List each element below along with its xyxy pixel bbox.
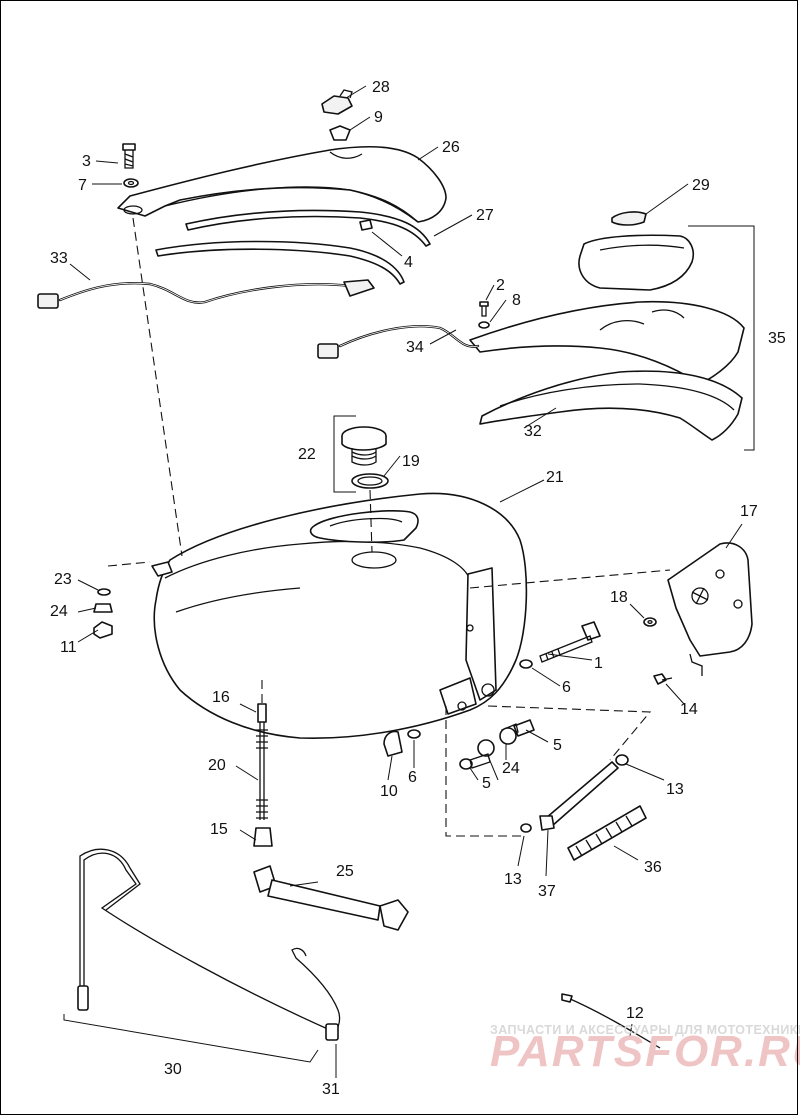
mount-washer-6b[interactable]	[407, 729, 421, 739]
callout-1: 1	[594, 655, 603, 672]
console-screw[interactable]	[122, 143, 136, 169]
callout-24b: 24	[50, 603, 68, 620]
mount-bolt-long[interactable]	[539, 621, 601, 663]
callout-5b: 5	[482, 775, 491, 792]
console-stud[interactable]	[359, 219, 373, 231]
watermark-brand: PARTSFOR.RU	[490, 1027, 800, 1076]
mount-grommet-24[interactable]	[93, 603, 113, 613]
spring-sleeve-36[interactable]	[567, 805, 647, 861]
mount-washer-23[interactable]	[97, 588, 111, 596]
callout-25: 25	[336, 863, 354, 880]
wiring-harness-upper[interactable]	[37, 279, 375, 309]
callout-24a: 24	[502, 760, 520, 777]
callout-30: 30	[164, 1061, 182, 1078]
acorn-nut-10[interactable]	[383, 730, 403, 757]
callout-21: 21	[546, 469, 564, 486]
side-console-base[interactable]	[479, 370, 743, 441]
shield-screw-14[interactable]	[653, 673, 673, 685]
callout-14: 14	[680, 701, 698, 718]
heat-shield[interactable]	[667, 542, 753, 676]
callout-11: 11	[60, 639, 77, 656]
callout-36: 36	[644, 859, 662, 876]
filler-cap[interactable]	[341, 426, 387, 466]
callout-19: 19	[402, 453, 420, 470]
leaders	[63, 85, 743, 1078]
callout-13a: 13	[666, 781, 684, 798]
watermark-caption: ЗАПЧАСТИ И АКСЕССУАРЫ ДЛЯ МОТОТЕХНИКИ	[490, 1023, 800, 1037]
callout-16: 16	[212, 689, 230, 706]
callout-8: 8	[512, 292, 521, 309]
side-screw[interactable]	[479, 301, 489, 317]
callout-34: 34	[406, 339, 424, 356]
callout-22: 22	[298, 446, 316, 463]
assembly-line-mount	[107, 561, 151, 567]
callout-12: 12	[626, 1005, 644, 1022]
gauge-housing[interactable]	[578, 234, 695, 291]
callout-17: 17	[740, 503, 758, 520]
mount-washer-6a[interactable]	[519, 659, 533, 669]
callout-28: 28	[372, 79, 390, 96]
callout-37: 37	[538, 883, 556, 900]
callout-10: 10	[380, 783, 398, 800]
bracket-35	[688, 225, 755, 451]
assembly-line-hose	[445, 705, 652, 837]
callout-15: 15	[210, 821, 228, 838]
side-washer[interactable]	[478, 321, 490, 329]
vent-hose-37[interactable]	[539, 761, 619, 831]
shield-washer-18[interactable]	[643, 617, 657, 627]
vent-tube[interactable]	[77, 848, 341, 1041]
callout-32: 32	[524, 423, 542, 440]
side-console-cover[interactable]	[469, 300, 745, 385]
wiring-harness-side[interactable]	[317, 325, 480, 359]
callout-20: 20	[208, 757, 226, 774]
assembly-line-console	[132, 217, 183, 557]
callout-3: 3	[82, 153, 91, 170]
bracket-22	[333, 415, 356, 493]
housing-cap[interactable]	[611, 211, 647, 226]
callout-9: 9	[374, 109, 383, 126]
filler-cap-gasket[interactable]	[351, 473, 389, 489]
callout-2: 2	[496, 277, 505, 294]
callout-35: 35	[768, 330, 786, 347]
callout-5a: 5	[553, 737, 562, 754]
hose-clamp-13a[interactable]	[615, 754, 629, 766]
fuel-line[interactable]	[253, 865, 409, 931]
callout-6a: 6	[562, 679, 571, 696]
fuel-tank[interactable]	[151, 492, 528, 740]
fuel-gauge-cap[interactable]	[321, 89, 353, 115]
callout-31: 31	[322, 1081, 340, 1098]
fuel-strainer[interactable]	[253, 703, 273, 847]
dash-console-upper[interactable]	[117, 145, 447, 223]
callout-33: 33	[50, 250, 68, 267]
gauge-clip[interactable]	[329, 125, 351, 141]
callout-27: 27	[476, 207, 494, 224]
callout-26: 26	[442, 139, 460, 156]
callout-29: 29	[692, 177, 710, 194]
callout-7: 7	[78, 177, 87, 194]
console-washer[interactable]	[123, 178, 139, 188]
hose-clamp-13b[interactable]	[520, 823, 532, 833]
callout-23: 23	[54, 571, 72, 588]
mount-nut-11[interactable]	[93, 621, 113, 639]
callout-13b: 13	[504, 871, 522, 888]
assembly-line-cap	[369, 489, 373, 553]
mount-grommet-24b[interactable]	[477, 727, 517, 757]
cable-strap[interactable]	[561, 993, 661, 1049]
callout-6b: 6	[408, 769, 417, 786]
callout-18: 18	[610, 589, 628, 606]
assembly-line-shield	[469, 569, 671, 589]
console-gasket-strips[interactable]	[155, 209, 431, 285]
callout-4: 4	[404, 254, 413, 271]
